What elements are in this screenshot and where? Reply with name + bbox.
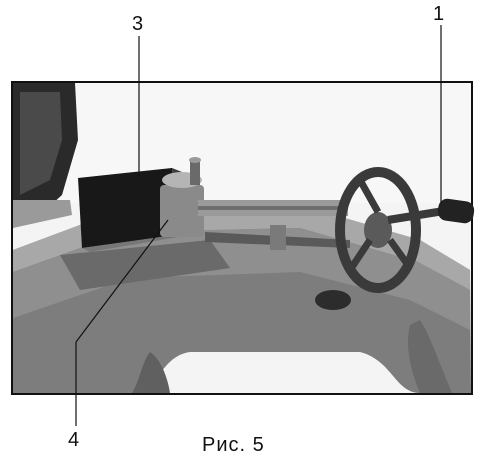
lead-screw [198, 200, 350, 250]
saw-housing [13, 83, 78, 228]
callout-4: 4 [68, 429, 80, 451]
clamp-block [160, 157, 204, 237]
machine-base [13, 205, 471, 393]
figure-caption: Рис. 5 [202, 434, 265, 456]
leader-line-4-diag [75, 219, 169, 343]
callout-1: 1 [433, 3, 445, 25]
handwheel [335, 167, 475, 293]
callout-3: 3 [132, 13, 144, 35]
